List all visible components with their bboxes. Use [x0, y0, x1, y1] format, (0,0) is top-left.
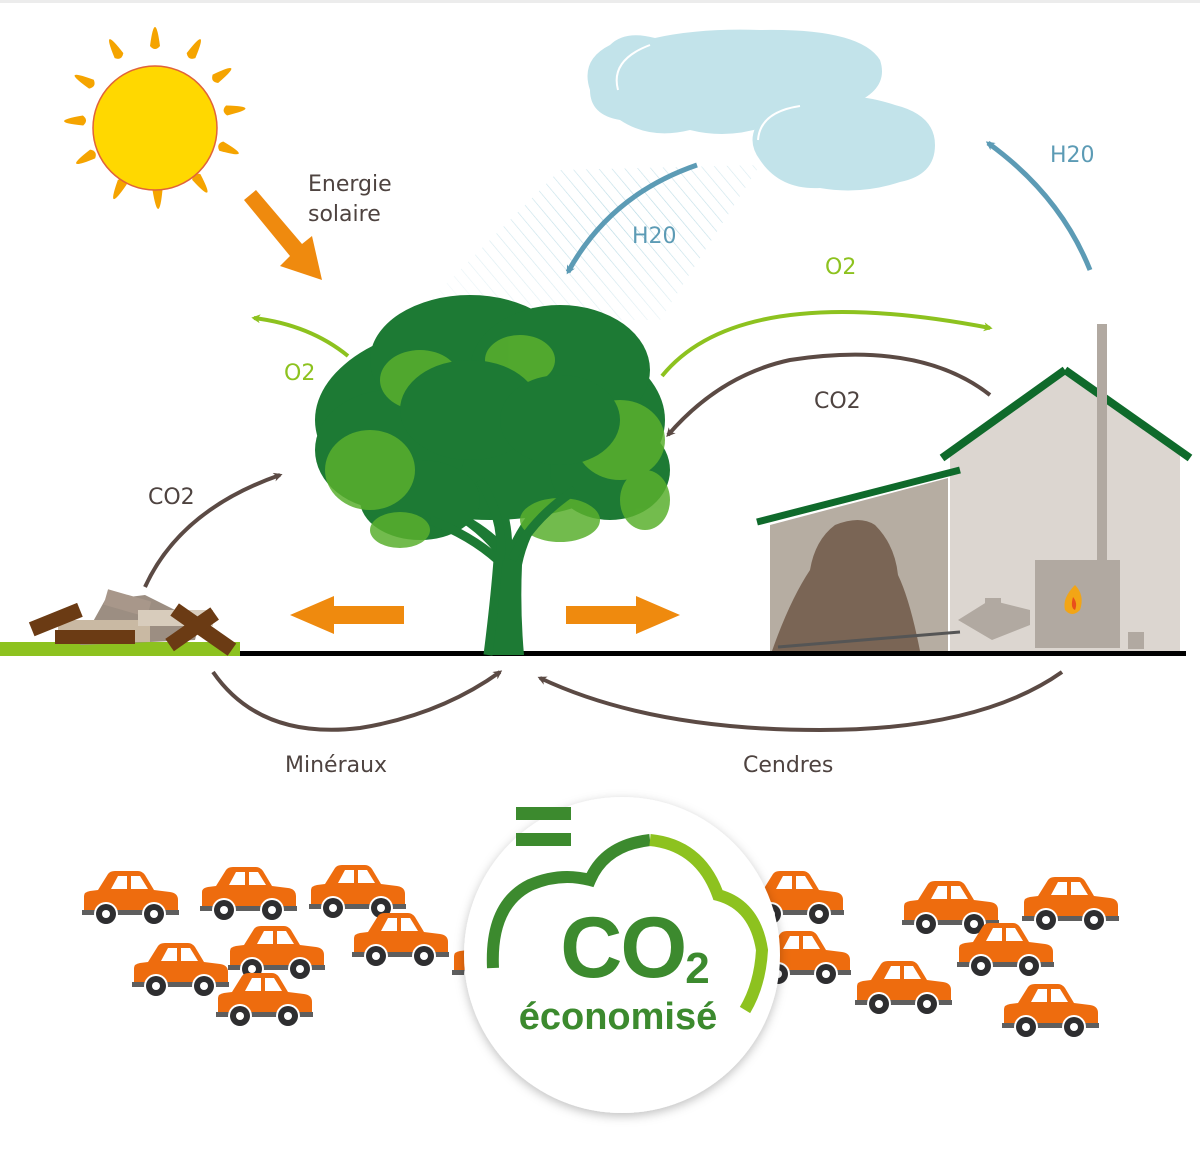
wood-pile-icon	[28, 589, 237, 656]
evaporation-h2o-arrow-icon	[985, 140, 1093, 271]
grass-strip	[0, 642, 240, 656]
rain-h2o-arrow-icon	[565, 162, 698, 275]
right-orange-arrow-icon	[566, 596, 680, 634]
ashes-arrow-icon	[537, 670, 1064, 733]
o2-right-arrow-icon	[660, 310, 993, 378]
co2-left-arrow-icon	[143, 472, 283, 588]
solar-energy-arrow-icon	[244, 190, 322, 280]
solar-energy-line1: Energie	[308, 172, 392, 197]
boiler-house-icon	[756, 324, 1193, 651]
co2-left-label: CO2	[148, 485, 195, 510]
ground-line	[238, 651, 1186, 656]
sun-icon	[64, 27, 246, 209]
badge-title: CO2	[490, 905, 780, 991]
o2-right-label: O2	[825, 255, 857, 280]
badge-subscript: 2	[685, 944, 710, 993]
minerals-label: Minéraux	[285, 753, 388, 778]
rain-h2o-label: H20	[632, 224, 677, 249]
co2-right-arrow-icon	[666, 352, 992, 438]
car-group-right	[747, 871, 1119, 1039]
evaporation-h2o-label: H20	[1050, 143, 1095, 168]
o2-left-arrow-icon	[251, 314, 350, 358]
tree-icon	[315, 295, 670, 656]
cloud-icon	[587, 29, 935, 191]
badge-subtitle: économisé	[518, 996, 718, 1038]
minerals-arrow-icon	[211, 670, 503, 732]
ashes-label: Cendres	[743, 753, 834, 778]
top-divider	[0, 0, 1200, 3]
o2-left-label: O2	[284, 361, 316, 386]
co2-saved-badge	[464, 797, 780, 1113]
badge-title-text: CO	[560, 900, 687, 996]
solar-energy-label: Energie solaire	[308, 172, 392, 229]
rain-icon	[430, 165, 760, 320]
co2-right-label: CO2	[814, 389, 861, 414]
solar-energy-line2: solaire	[308, 202, 381, 228]
left-orange-arrow-icon	[290, 596, 404, 634]
